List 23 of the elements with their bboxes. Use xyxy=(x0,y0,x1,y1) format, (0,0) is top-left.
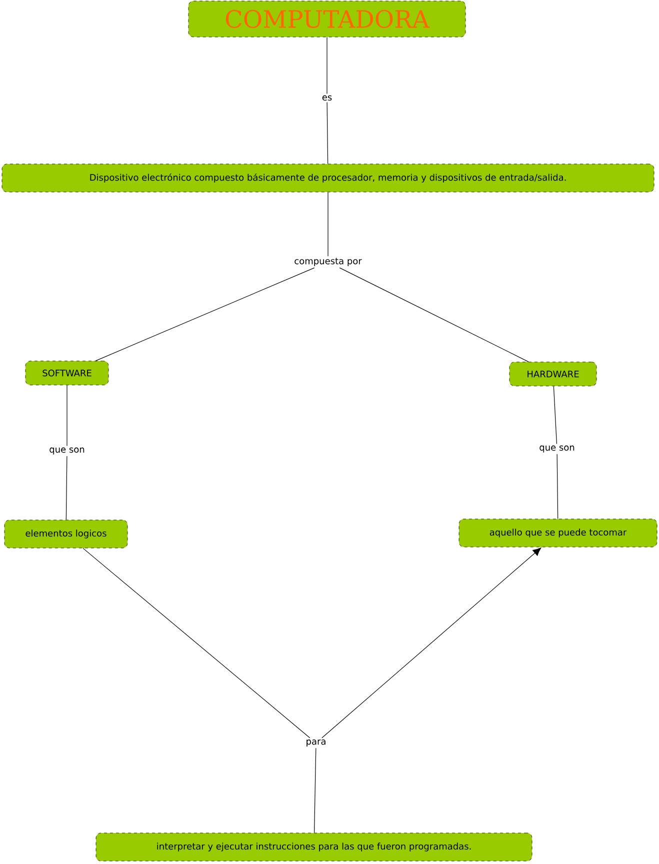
connector-line xyxy=(66,456,68,520)
connector-line xyxy=(556,454,558,520)
concept-box: interpretar y ejecutar instrucciones para las que fueron programadas. xyxy=(96,832,532,862)
concept-box: Dispositivo electrónico compuesto básicamente de procesador, memoria y dispositivos de entrada/salida. xyxy=(2,164,654,192)
concept-box: elementos logicos xyxy=(4,520,128,548)
connector-line xyxy=(339,268,529,362)
connector-line xyxy=(314,748,316,834)
concept-box: aquello que se puede tocomar xyxy=(458,518,658,548)
arrow xyxy=(322,548,542,738)
linking-phrase: es xyxy=(320,94,334,102)
connector-line xyxy=(82,548,310,738)
connector-line xyxy=(66,384,68,446)
connector-line xyxy=(326,36,328,94)
linking-phrase: para xyxy=(304,738,328,748)
concept-box: COMPUTADORA xyxy=(188,0,466,38)
linking-phrase: que son xyxy=(538,444,576,454)
linking-phrase: que son xyxy=(48,446,86,456)
concept-box: SOFTWARE xyxy=(25,360,109,386)
linking-phrase: compuesta por xyxy=(292,256,364,268)
connector-line xyxy=(326,102,328,164)
connector-line xyxy=(95,268,315,362)
concept-box: HARDWARE xyxy=(509,362,597,386)
connector-line xyxy=(553,386,558,444)
